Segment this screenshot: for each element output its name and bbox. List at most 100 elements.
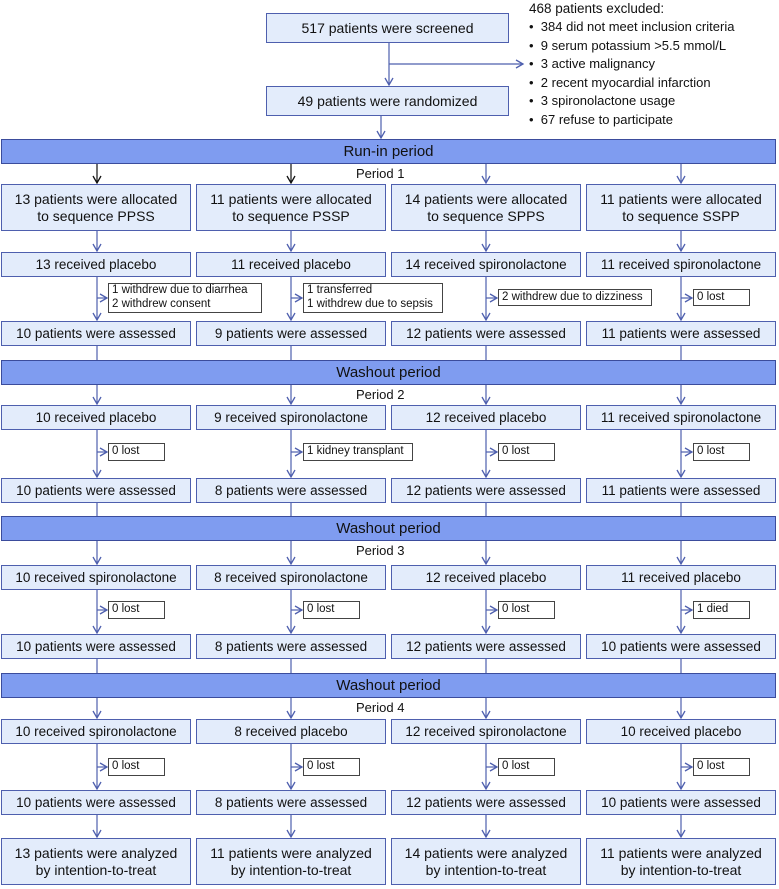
received-box: 12 received spironolactone [391,719,581,744]
arrowhead [92,556,102,566]
arrowhead [481,312,491,322]
assessed-box: 11 patients were assessed [586,478,776,503]
assessed-box: 9 patients were assessed [196,321,386,346]
washout-band: Washout period [1,516,776,541]
arrowhead [489,447,499,457]
arrowhead [92,625,102,635]
arrowhead [286,625,296,635]
arrowhead [384,77,394,87]
period-1-label: Period 1 [356,166,405,181]
assessed-box: 12 patients were assessed [391,321,581,346]
washout-band: Washout period [1,673,776,698]
assessed-box: 10 patients were assessed [586,790,776,815]
arrowhead [684,293,694,303]
randomized-text: 49 patients were randomized [297,92,478,109]
arrowhead [92,829,102,839]
received-box: 14 received spironolactone [391,252,581,277]
lost-box: 0 lost [693,443,750,461]
received-box: 12 received placebo [391,565,581,590]
period-2-label: Period 2 [356,387,405,402]
assessed-box: 10 patients were assessed [1,478,191,503]
arrowhead [92,781,102,791]
lost-box: 1 died [693,601,750,619]
arrowhead [676,243,686,253]
lost-box: 0 lost [498,758,555,776]
arrowhead [489,293,499,303]
arrowhead [676,396,686,406]
assessed-box: 10 patients were assessed [1,790,191,815]
arrowhead [92,710,102,720]
arrowhead [286,312,296,322]
arrowhead [92,396,102,406]
lost-box: 0 lost [693,758,750,776]
screened-text: 517 patients were screened [301,19,474,36]
assessed-box: 10 patients were assessed [1,321,191,346]
arrowhead [376,130,386,140]
excluded-title: 468 patients excluded: [529,1,665,16]
randomized-box: 49 patients were randomized [266,86,509,116]
arrowhead [481,556,491,566]
run-in-label: Run-in period [343,142,434,160]
arrowhead [481,243,491,253]
arrowhead [481,469,491,479]
arrowhead [481,625,491,635]
excluded-list: • 384 did not meet inclusion criteria • … [529,19,734,131]
arrowhead [481,175,491,185]
screened-box: 517 patients were screened [266,13,509,43]
arrowhead [286,175,296,185]
arrowhead [92,469,102,479]
lost-box: 0 lost [498,443,555,461]
arrowhead [294,447,304,457]
arrowhead [489,605,499,615]
lost-box: 1 kidney transplant [303,443,413,461]
arrowhead [684,447,694,457]
arrowhead [684,605,694,615]
assessed-box: 12 patients were assessed [391,790,581,815]
assessed-box: 12 patients were assessed [391,634,581,659]
arrowhead [92,312,102,322]
lost-box: 0 lost [108,601,165,619]
run-in-band: Run-in period [1,139,776,164]
arrowhead [92,175,102,185]
arrowhead [286,396,296,406]
arrowhead [294,762,304,772]
arrowhead [684,762,694,772]
received-box: 11 received placebo [586,565,776,590]
received-box: 13 received placebo [1,252,191,277]
arrowhead [481,710,491,720]
arrowhead [286,781,296,791]
arrowhead [481,396,491,406]
received-box: 9 received spironolactone [196,405,386,430]
assessed-box: 11 patients were assessed [586,321,776,346]
excluded-item: • 3 spironolactone usage [529,93,676,109]
assessed-box: 8 patients were assessed [196,634,386,659]
received-box: 11 received spironolactone [586,252,776,277]
arrowhead [676,829,686,839]
arrowhead [99,605,109,615]
arrowhead [294,293,304,303]
arrowhead [294,605,304,615]
excluded-item: • 67 refuse to participate [529,111,674,127]
lost-box: 2 withdrew due to dizziness [498,289,652,306]
received-box: 12 received placebo [391,405,581,430]
lost-box: 0 lost [303,601,360,619]
arrowhead [99,762,109,772]
assessed-box: 10 patients were assessed [1,634,191,659]
lost-box: 0 lost [108,758,165,776]
period-3-label: Period 3 [356,543,405,558]
excluded-item: • 384 did not meet inclusion criteria [529,19,735,34]
received-box: 10 received placebo [1,405,191,430]
assessed-box: 8 patients were assessed [196,790,386,815]
arrowhead [676,556,686,566]
received-box: 10 received spironolactone [1,565,191,590]
